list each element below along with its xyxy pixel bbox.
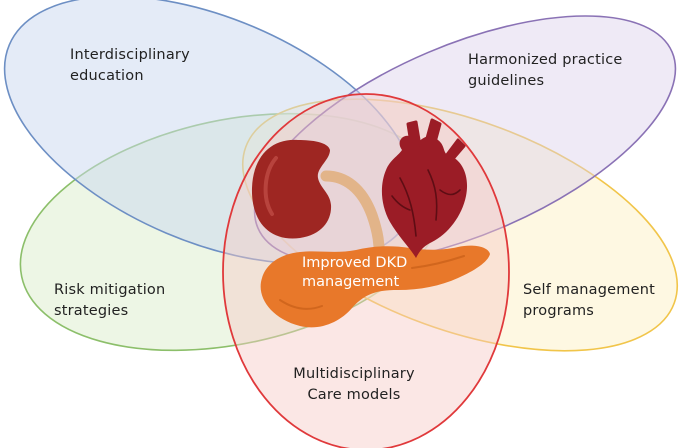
label-line: Risk mitigation (54, 282, 166, 298)
label-line: guidelines (468, 73, 545, 89)
heart-detail-lines (391, 169, 461, 237)
label-improved-dkd-management: Improved DKD management (302, 254, 407, 292)
label-harmonized-practice-guidelines: Harmonized practice guidelines (468, 50, 623, 92)
label-line: Care models (307, 387, 401, 403)
label-line: programs (523, 303, 595, 319)
heart-icon (381, 135, 468, 258)
label-line: strategies (54, 303, 129, 319)
label-line: management (302, 274, 400, 290)
label-multidisciplinary-care-models: Multidisciplinary Care models (284, 364, 424, 406)
label-interdisciplinary-education: Interdisciplinary education (70, 45, 190, 87)
label-line: Harmonized practice (468, 52, 623, 68)
label-risk-mitigation-strategies: Risk mitigation strategies (54, 280, 165, 322)
heart-vessels (406, 118, 466, 161)
kidney-highlight (263, 156, 278, 216)
label-line: Multidisciplinary (293, 366, 415, 382)
label-self-management-programs: Self management programs (523, 280, 655, 322)
pancreas-texture (279, 255, 465, 310)
label-line: Self management (523, 282, 655, 298)
label-line: education (70, 68, 144, 84)
label-line: Interdisciplinary (70, 47, 190, 63)
label-line: Improved DKD (302, 255, 408, 271)
